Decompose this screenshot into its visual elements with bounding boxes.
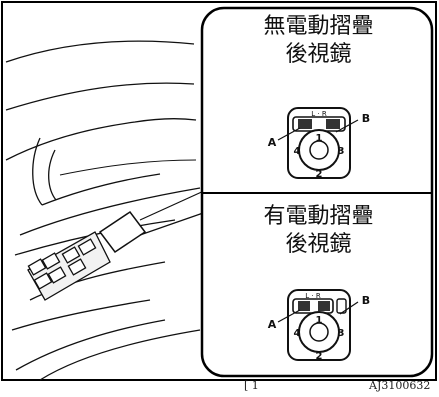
bottom-panel-title-line2: 後視鏡: [285, 232, 352, 257]
bottom-num-2: 2: [316, 351, 323, 362]
figure-code: AJ3100632: [369, 379, 431, 392]
top-num-2: 2: [316, 169, 323, 180]
footer-left-mark: [ 1: [244, 379, 259, 392]
bottom-num-3: 3: [338, 328, 345, 339]
top-lr-label: L · R: [311, 110, 327, 118]
top-center-knob: [309, 140, 329, 160]
bottom-callout-a: A: [268, 318, 277, 331]
bottom-callout-b: B: [362, 294, 370, 307]
bottom-center-knob: [309, 322, 329, 342]
top-panel-title-line2: 後視鏡: [285, 42, 352, 67]
bottom-mirror-switch: L · R 1 3 2 4 A B: [268, 289, 370, 362]
top-num-1: 1: [316, 133, 323, 144]
bottom-l-knob: [298, 301, 310, 311]
top-callout-a: A: [268, 136, 277, 149]
top-mirror-switch: L · R 1 3 2 4 A B: [268, 107, 370, 180]
window-switch-cluster: [27, 231, 111, 301]
mirror-switch-highlight: [98, 189, 207, 254]
bottom-panel-title-line1: 有電動摺疊: [263, 204, 374, 229]
top-callout-b: B: [362, 112, 370, 125]
top-l-knob: [298, 119, 312, 129]
bottom-num-1: 1: [316, 315, 323, 326]
top-r-knob: [326, 119, 340, 129]
bottom-num-4: 4: [294, 328, 301, 339]
top-panel-title-line1: 無電動摺疊: [263, 14, 374, 39]
top-num-4: 4: [294, 146, 301, 157]
bottom-lr-label: L · R: [305, 292, 321, 300]
top-num-3: 3: [338, 146, 345, 157]
bottom-r-knob: [318, 301, 330, 311]
